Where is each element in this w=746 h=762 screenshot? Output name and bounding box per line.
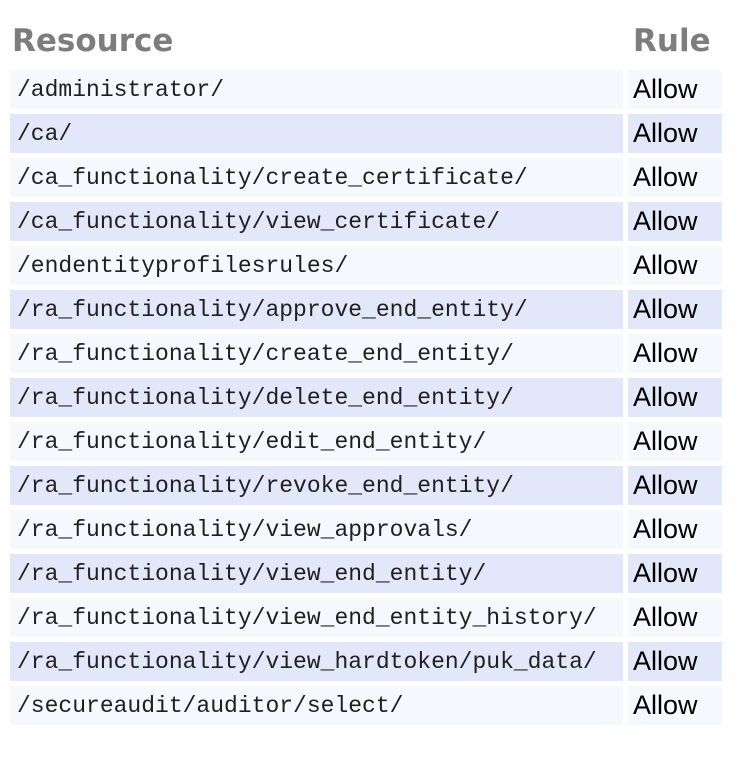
rule-cell: Allow bbox=[628, 114, 722, 153]
rule-cell: Allow bbox=[628, 334, 722, 373]
rule-cell: Allow bbox=[628, 510, 722, 549]
rule-cell: Allow bbox=[628, 686, 722, 725]
resource-cell: /ca_functionality/view_certificate/ bbox=[10, 202, 623, 241]
rule-column-header: Rule bbox=[628, 22, 722, 65]
resource-cell: /ra_functionality/revoke_end_entity/ bbox=[10, 466, 623, 505]
resource-cell: /ra_functionality/view_end_entity/ bbox=[10, 554, 623, 593]
resource-cell: /ca_functionality/create_certificate/ bbox=[10, 158, 623, 197]
rule-cell: Allow bbox=[628, 70, 722, 109]
resource-cell: /ra_functionality/view_end_entity_histor… bbox=[10, 598, 623, 637]
rule-cell: Allow bbox=[628, 158, 722, 197]
resource-cell: /ra_functionality/approve_end_entity/ bbox=[10, 290, 623, 329]
rule-cell: Allow bbox=[628, 290, 722, 329]
rule-cell: Allow bbox=[628, 202, 722, 241]
rule-cell: Allow bbox=[628, 466, 722, 505]
resource-column-header: Resource bbox=[10, 22, 623, 65]
rule-cell: Allow bbox=[628, 598, 722, 637]
resource-cell: /ra_functionality/view_hardtoken/puk_dat… bbox=[10, 642, 623, 681]
resource-cell: /secureaudit/auditor/select/ bbox=[10, 686, 623, 725]
rule-cell: Allow bbox=[628, 554, 722, 593]
rule-cell: Allow bbox=[628, 642, 722, 681]
resource-cell: /endentityprofilesrules/ bbox=[10, 246, 623, 285]
rule-cell: Allow bbox=[628, 422, 722, 461]
access-rules-table: Resource Rule /administrator/Allow/ca/Al… bbox=[10, 22, 722, 725]
resource-cell: /administrator/ bbox=[10, 70, 623, 109]
rule-cell: Allow bbox=[628, 378, 722, 417]
resource-cell: /ra_functionality/edit_end_entity/ bbox=[10, 422, 623, 461]
resource-cell: /ca/ bbox=[10, 114, 623, 153]
resource-cell: /ra_functionality/view_approvals/ bbox=[10, 510, 623, 549]
rule-cell: Allow bbox=[628, 246, 722, 285]
resource-cell: /ra_functionality/delete_end_entity/ bbox=[10, 378, 623, 417]
resource-cell: /ra_functionality/create_end_entity/ bbox=[10, 334, 623, 373]
